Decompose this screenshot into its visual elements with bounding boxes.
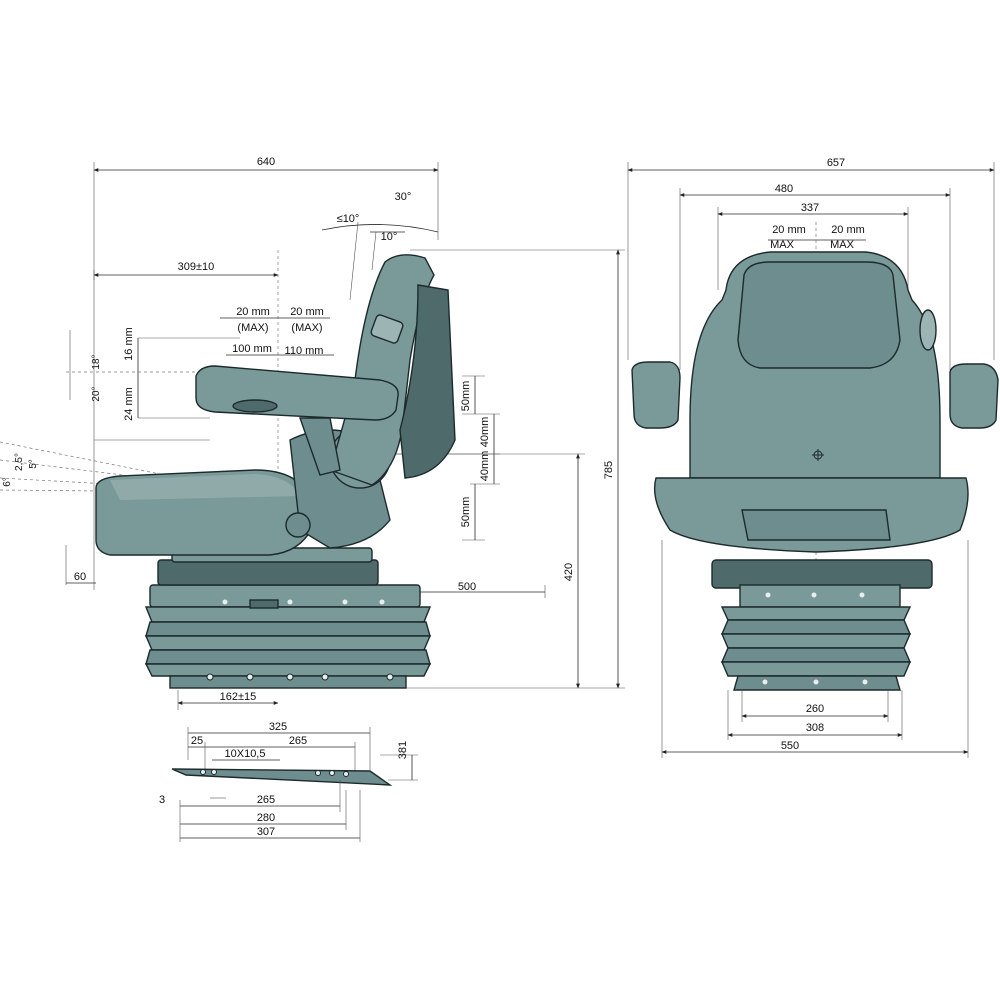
dim-recline-back: 30° bbox=[395, 191, 412, 203]
side-view: 640 ≤10° 30° 10° 309±10 20 mm (MAX) 20 m… bbox=[0, 156, 625, 710]
dim-280: 280 bbox=[257, 812, 275, 824]
dim-308: 308 bbox=[806, 722, 824, 734]
dim-armrest-angle-down: 20° bbox=[91, 386, 102, 401]
dim-381: 381 bbox=[397, 741, 409, 759]
seat-front-illustration bbox=[631, 251, 999, 691]
side-backrest bbox=[329, 254, 435, 486]
dim-height-50-bottom: 50mm bbox=[460, 497, 472, 528]
dim-lateral-left-note: MAX bbox=[770, 239, 795, 251]
side-slide-rail bbox=[157, 559, 379, 586]
dim-cushion-angle-1: 2,5° bbox=[14, 453, 25, 471]
dim-307: 307 bbox=[257, 826, 275, 838]
dim-slot: 10X10,5 bbox=[225, 748, 266, 760]
side-bellows bbox=[144, 584, 432, 689]
dim-height-50-top: 50mm bbox=[460, 381, 472, 412]
dim-337: 337 bbox=[801, 202, 819, 214]
dim-260: 260 bbox=[806, 703, 824, 715]
dim-height-40-b: 40mm bbox=[479, 451, 491, 482]
front-armrest-right bbox=[949, 363, 999, 429]
dim-lateral-right: 20 mm bbox=[831, 224, 865, 236]
dim-armrest-right-note: (MAX) bbox=[291, 322, 322, 334]
front-view: 657 480 337 20 mm MAX 20 mm MAX bbox=[627, 157, 999, 758]
dim-lateral-right-note: MAX bbox=[830, 239, 855, 251]
dim-60: 60 bbox=[74, 571, 86, 583]
dim-3: 3 bbox=[159, 794, 165, 806]
dim-500: 500 bbox=[458, 581, 476, 593]
dim-cushion-angle-2: 5° bbox=[28, 459, 39, 469]
dim-armrest-travel-right: 110 mm bbox=[285, 345, 324, 357]
dim-25: 25 bbox=[191, 735, 203, 747]
dim-550: 550 bbox=[781, 740, 799, 752]
dim-height-40-a: 40mm bbox=[479, 417, 491, 448]
dim-657: 657 bbox=[827, 157, 845, 169]
dim-cushion-angle-3: 6° bbox=[2, 477, 13, 487]
front-armrest-left bbox=[631, 361, 681, 429]
rail-profile bbox=[171, 768, 393, 786]
dim-480: 480 bbox=[775, 183, 793, 195]
dim-armrest-left-note: (MAX) bbox=[237, 322, 268, 334]
dim-recline-step: 10° bbox=[381, 231, 398, 243]
dim-armrest-up: 16 mm bbox=[123, 327, 135, 361]
dim-265-top: 265 bbox=[289, 735, 307, 747]
dim-265-bottom: 265 bbox=[257, 794, 275, 806]
dim-lateral-left: 20 mm bbox=[772, 224, 806, 236]
dim-420: 420 bbox=[563, 563, 575, 581]
dim-armrest-angle-up: 18° bbox=[91, 354, 102, 369]
dim-armrest-left: 20 mm bbox=[236, 306, 270, 318]
dim-recline-forward: ≤10° bbox=[337, 213, 360, 225]
dim-640: 640 bbox=[257, 156, 275, 168]
dim-armrest-down: 24 mm bbox=[123, 387, 135, 421]
seat-side-illustration bbox=[95, 254, 456, 689]
dim-armrest-right: 20 mm bbox=[290, 306, 324, 318]
rail-view: 325 25 265 10X10,5 381 3 265 280 307 bbox=[159, 721, 418, 842]
dim-162: 162±15 bbox=[220, 691, 257, 703]
dim-309: 309±10 bbox=[178, 261, 215, 273]
dim-785: 785 bbox=[603, 461, 615, 479]
dim-325: 325 bbox=[269, 721, 287, 733]
dim-armrest-travel-left: 100 mm bbox=[232, 343, 272, 355]
